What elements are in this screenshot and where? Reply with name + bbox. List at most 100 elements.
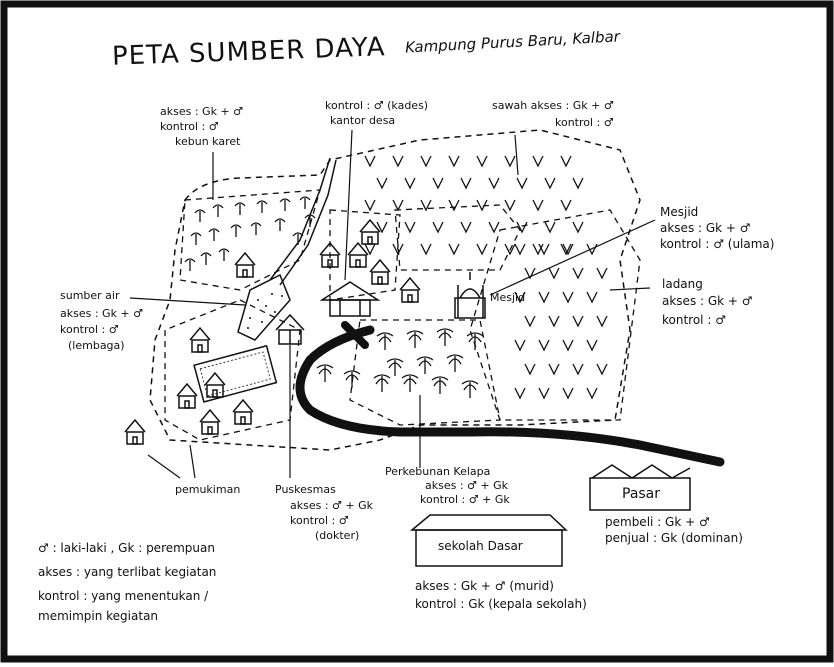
rubber-tree-icon <box>184 258 196 271</box>
legend-akses: akses : yang terlibat kegiatan <box>38 565 217 579</box>
house-icon <box>359 218 381 245</box>
rice-sprout-icon <box>538 387 550 400</box>
kebun-akses-label: akses : Gk + ♂ <box>160 105 244 118</box>
rice-sprout-icon <box>488 177 500 190</box>
house-icon <box>204 371 226 398</box>
rice-sprout-icon <box>432 177 444 190</box>
rice-sprout-icon <box>524 315 536 328</box>
sumber-air-kontrol-label: kontrol : ♂ <box>60 323 119 336</box>
coconut-palm-icon <box>436 328 454 346</box>
rubber-tree-icon <box>279 198 291 211</box>
legend-gender: ♂ : laki-laki , Gk : perempuan <box>38 541 215 555</box>
rubber-tree-icon <box>218 248 230 261</box>
coconut-palms <box>316 328 484 398</box>
mesjid-akses-label: akses : Gk + ♂ <box>660 221 751 235</box>
rubber-tree-icon <box>234 202 246 215</box>
rice-sprout-icon <box>572 315 584 328</box>
rice-sprout-icon <box>572 363 584 376</box>
rice-sprout-icon <box>514 291 526 304</box>
rubber-tree-icon <box>194 209 206 222</box>
sumber-air-name-label: sumber air <box>60 289 120 302</box>
sawah-akses-label: sawah akses : Gk + ♂ <box>492 99 614 112</box>
coconut-palm-icon <box>386 358 404 376</box>
mesjid-kontrol-label: kontrol : ♂ (ulama) <box>660 237 775 251</box>
rice-sprout-icon <box>562 291 574 304</box>
sekolah-akses-label: akses : Gk + ♂ (murid) <box>415 579 554 593</box>
rice-sprout-icon <box>376 177 388 190</box>
rubber-tree-icon <box>299 196 311 209</box>
rice-sprout-icon <box>596 363 608 376</box>
rice-sprout-icon <box>538 339 550 352</box>
rice-sprout-icon <box>514 387 526 400</box>
rice-sprout-icon <box>460 221 472 234</box>
rice-sprout-icon <box>560 155 572 168</box>
leader-lines <box>129 129 656 479</box>
house-icon <box>176 382 198 409</box>
rice-sprout-icon <box>532 155 544 168</box>
coconut-palm-icon <box>401 374 419 392</box>
rice-sprout-icon <box>516 177 528 190</box>
river <box>295 325 725 467</box>
rice-sprout-icon <box>460 177 472 190</box>
coconut-palm-icon <box>416 356 434 374</box>
rice-sprout-icon <box>432 221 444 234</box>
rice-sprout-icon <box>448 155 460 168</box>
house-icon <box>232 398 254 425</box>
rubber-tree-icon <box>200 252 212 265</box>
rice-sprout-icon <box>532 199 544 212</box>
coconut-palm-icon <box>446 354 464 372</box>
sawah-kontrol-label: kontrol : ♂ <box>555 116 614 129</box>
rice-sprout-icon <box>560 199 572 212</box>
rice-sprout-icon <box>572 177 584 190</box>
rice-sprout-icon <box>586 291 598 304</box>
rubber-tree-icon <box>274 218 286 231</box>
puskesmas-name-label: Puskesmas <box>275 483 336 496</box>
house-icon <box>399 276 421 303</box>
river-branch <box>341 321 369 349</box>
ladang-kontrol-label: kontrol : ♂ <box>662 313 726 327</box>
rice-sprout-icon <box>488 221 500 234</box>
rice-sprout-icon <box>562 339 574 352</box>
pasar-label: Pasar <box>622 486 661 502</box>
houses <box>124 218 421 445</box>
coconut-palm-icon <box>373 374 391 392</box>
rice-sprout-icon <box>476 199 488 212</box>
rice-sprout-icon <box>364 199 376 212</box>
coconut-palm-icon <box>431 376 449 394</box>
puskesmas-akses-label: akses : ♂ + Gk <box>290 499 374 512</box>
rice-sprout-icon <box>448 199 460 212</box>
puskesmas-dokter-label: (dokter) <box>315 529 360 542</box>
coconut-palm-icon <box>461 380 479 398</box>
kebun-zone-boundary <box>179 189 321 291</box>
rice-sprout-icon <box>392 243 404 256</box>
rice-sprout-icon <box>538 243 550 256</box>
rice-sprout-icon <box>596 267 608 280</box>
rice-sprout-icon <box>420 243 432 256</box>
rubber-trees <box>184 196 316 271</box>
rice-sprout-icon <box>544 221 556 234</box>
pasar-pembeli-label: pembeli : Gk + ♂ <box>605 515 710 529</box>
house-icon <box>124 418 146 445</box>
rice-sprout-icon <box>562 387 574 400</box>
rice-sprout-icon <box>476 243 488 256</box>
house-icon <box>319 241 341 268</box>
coconut-palm-icon <box>316 364 334 382</box>
rubber-tree-icon <box>208 228 220 241</box>
mosque-icon <box>454 272 486 319</box>
rice-sprout-icon <box>538 291 550 304</box>
pasar-penjual-label: penjual : Gk (dominan) <box>605 531 743 545</box>
kebun-kontrol-label: kontrol : ♂ <box>160 120 219 133</box>
rice-sprout-icon <box>392 199 404 212</box>
house-icon <box>347 241 369 268</box>
rice-sprout-icon <box>504 199 516 212</box>
water-source-dots <box>247 293 283 329</box>
legend-kontrol-cont: memimpin kegiatan <box>38 609 159 623</box>
kelapa-zone-boundary <box>349 319 501 426</box>
house-icon <box>234 251 256 278</box>
rice-sprout-icon <box>392 155 404 168</box>
rubber-tree-icon <box>292 232 304 245</box>
rubber-tree-icon <box>190 232 202 245</box>
rubber-tree-icon <box>230 224 242 237</box>
